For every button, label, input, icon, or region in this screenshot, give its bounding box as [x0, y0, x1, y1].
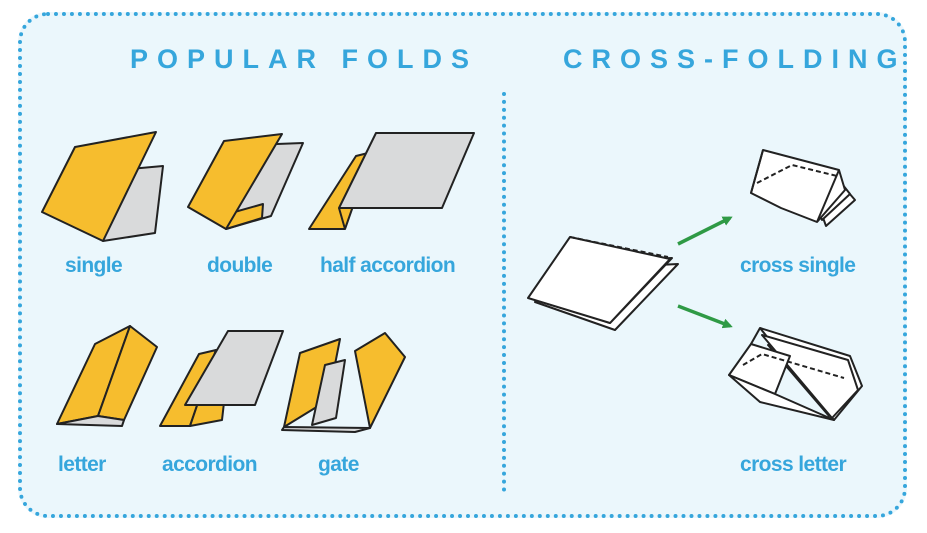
cross-single-fold-icon	[750, 149, 856, 227]
fold-label-single: single	[65, 254, 123, 277]
fold-label-gate: gate	[318, 453, 359, 476]
folded-sheet-icon	[527, 236, 679, 331]
cross-letter-fold-icon	[728, 327, 863, 421]
fold-label-accordion: accordion	[162, 453, 258, 476]
fold-label-letter: letter	[58, 453, 106, 476]
fold-label-double: double	[207, 254, 273, 277]
section-divider	[502, 92, 506, 492]
arrow-icon	[677, 216, 733, 246]
half-accordion-fold-icon	[308, 132, 475, 230]
folds-panel	[18, 12, 907, 518]
single-fold-icon	[41, 131, 164, 242]
fold-label-cross-single: cross single	[740, 254, 856, 277]
fold-label-half-accordion: half accordion	[320, 254, 456, 277]
arrow-icon	[677, 304, 733, 329]
letter-fold-icon	[56, 325, 158, 427]
cross-folding-heading: CROSS-FOLDING	[563, 44, 907, 74]
fold-label-cross-letter: cross letter	[740, 453, 847, 476]
accordion-fold-icon	[159, 330, 284, 427]
gate-fold-icon	[281, 332, 406, 433]
popular-folds-heading: POPULAR FOLDS	[130, 44, 479, 74]
double-fold-icon	[187, 133, 304, 230]
